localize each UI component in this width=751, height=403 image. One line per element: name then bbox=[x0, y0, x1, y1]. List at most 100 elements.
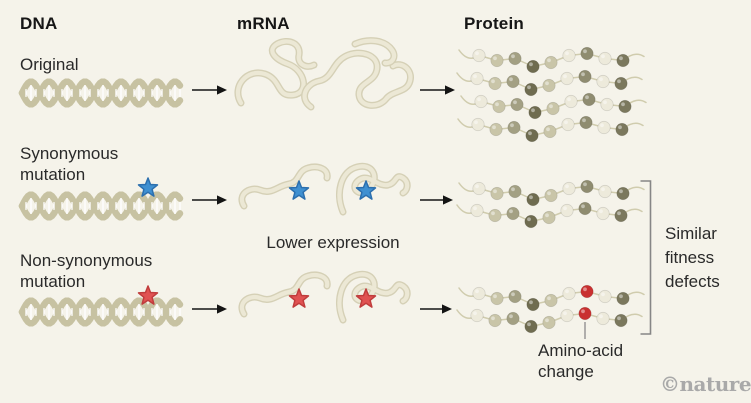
amino-acid-bead bbox=[598, 184, 612, 199]
amino-acid-bead bbox=[560, 71, 574, 86]
annotation-lower-expression: Lower expression bbox=[266, 233, 400, 252]
amino-acid-bead bbox=[525, 128, 539, 143]
mutant-amino-acid-bead bbox=[580, 284, 594, 299]
protein-chain-original-4 bbox=[457, 115, 644, 143]
amino-acid-bead bbox=[524, 214, 538, 229]
amino-acid-bead bbox=[614, 76, 628, 91]
arrow-mrna-to-protein-original bbox=[420, 85, 455, 95]
amino-acid-bead bbox=[526, 59, 540, 74]
blue-star-mrna-2-icon bbox=[355, 180, 377, 200]
arrow-mrna-to-protein-non-synonymous bbox=[420, 304, 452, 314]
amino-acid-bead bbox=[618, 99, 632, 114]
red-star-mrna-1-icon bbox=[288, 288, 310, 308]
amino-acid-bead bbox=[510, 97, 524, 112]
mrna-fragments-synonymous bbox=[238, 162, 411, 216]
amino-acid-bead bbox=[472, 48, 486, 63]
amino-acid-bead bbox=[489, 122, 503, 137]
column-header-dna: DNA bbox=[20, 14, 58, 33]
red-star-non-synonymous-dna-icon bbox=[137, 285, 159, 305]
amino-acid-bead bbox=[598, 289, 612, 304]
arrow-dna-to-mrna-non-synonymous bbox=[192, 304, 227, 314]
mrna-fragments-non-synonymous bbox=[238, 270, 411, 324]
amino-acid-bead bbox=[578, 69, 592, 84]
amino-acid-bead bbox=[524, 319, 538, 334]
amino-acid-bead bbox=[614, 313, 628, 328]
amino-acid-bead bbox=[508, 51, 522, 66]
dna-helix-non-synonymous bbox=[18, 297, 184, 327]
amino-acid-bead bbox=[600, 97, 614, 112]
protein-chain-synonymous-1 bbox=[458, 179, 645, 207]
mrna-tangle-original bbox=[234, 37, 414, 111]
amino-acid-bead bbox=[470, 71, 484, 86]
amino-acid-bead bbox=[490, 53, 504, 68]
arrow-mrna-to-protein-synonymous bbox=[420, 195, 453, 205]
column-header-mrna: mRNA bbox=[237, 14, 290, 33]
amino-acid-bead bbox=[472, 181, 486, 196]
amino-acid-bead bbox=[470, 308, 484, 323]
amino-acid-bead bbox=[474, 94, 488, 109]
amino-acid-bead bbox=[544, 293, 558, 308]
amino-acid-bead bbox=[560, 203, 574, 218]
amino-acid-bead bbox=[578, 201, 592, 216]
amino-acid-bead bbox=[562, 181, 576, 196]
amino-acid-bead bbox=[543, 124, 557, 139]
column-header-protein: Protein bbox=[464, 14, 524, 33]
protein-chain-synonymous-2 bbox=[456, 201, 643, 229]
protein-chain-original-2 bbox=[456, 69, 643, 97]
amino-acid-bead bbox=[472, 286, 486, 301]
amino-acid-bead bbox=[492, 99, 506, 114]
amino-acid-bead bbox=[507, 120, 521, 135]
amino-acid-bead bbox=[526, 192, 540, 207]
amino-acid-bead bbox=[542, 210, 556, 225]
amino-acid-bead bbox=[508, 184, 522, 199]
annotation-amino-acid-change: Amino-acid change bbox=[538, 341, 624, 381]
nature-watermark: ©nature bbox=[660, 372, 751, 396]
annotation-similar-fitness-defects: Similar fitness defects bbox=[665, 224, 720, 291]
amino-acid-bead bbox=[544, 188, 558, 203]
amino-acid-bead bbox=[542, 315, 556, 330]
amino-acid-bead bbox=[524, 82, 538, 97]
protein-chain-non-synonymous-1 bbox=[458, 284, 645, 312]
amino-acid-bead bbox=[542, 78, 556, 93]
amino-acid-bead bbox=[614, 208, 628, 223]
amino-acid-bead bbox=[490, 186, 504, 201]
amino-acid-bead bbox=[488, 208, 502, 223]
amino-acid-bead bbox=[528, 105, 542, 120]
amino-acid-bead bbox=[562, 286, 576, 301]
amino-acid-bead bbox=[596, 74, 610, 89]
blue-star-mrna-1-icon bbox=[288, 180, 310, 200]
amino-acid-bead bbox=[580, 46, 594, 61]
amino-acid-bead bbox=[506, 74, 520, 89]
amino-acid-bead bbox=[506, 206, 520, 221]
amino-acid-bead bbox=[546, 101, 560, 116]
amino-acid-bead bbox=[616, 53, 630, 68]
amino-acid-bead bbox=[582, 92, 596, 107]
amino-acid-bead bbox=[596, 206, 610, 221]
protein-chain-original-1 bbox=[458, 46, 645, 74]
amino-acid-bead bbox=[526, 297, 540, 312]
protein-chain-non-synonymous-2 bbox=[456, 306, 643, 334]
protein-chain-original-3 bbox=[460, 92, 647, 120]
amino-acid-bead bbox=[488, 313, 502, 328]
amino-acid-bead bbox=[544, 55, 558, 70]
amino-acid-bead bbox=[471, 117, 485, 132]
amino-acid-bead bbox=[488, 76, 502, 91]
amino-acid-bead bbox=[598, 51, 612, 66]
amino-acid-bead bbox=[616, 291, 630, 306]
amino-acid-bead bbox=[490, 291, 504, 306]
amino-acid-bead bbox=[580, 179, 594, 194]
dna-helix-synonymous bbox=[18, 191, 184, 221]
amino-acid-bead bbox=[561, 117, 575, 132]
amino-acid-bead bbox=[470, 203, 484, 218]
mutant-amino-acid-bead bbox=[578, 306, 592, 321]
blue-star-synonymous-dna-icon bbox=[137, 177, 159, 197]
amino-acid-bead bbox=[597, 120, 611, 135]
amino-acid-bead bbox=[579, 115, 593, 130]
similar-fitness-bracket bbox=[640, 180, 652, 335]
arrow-dna-to-mrna-original bbox=[192, 85, 227, 95]
amino-acid-bead bbox=[560, 308, 574, 323]
amino-acid-bead bbox=[596, 311, 610, 326]
arrow-dna-to-mrna-synonymous bbox=[192, 195, 227, 205]
